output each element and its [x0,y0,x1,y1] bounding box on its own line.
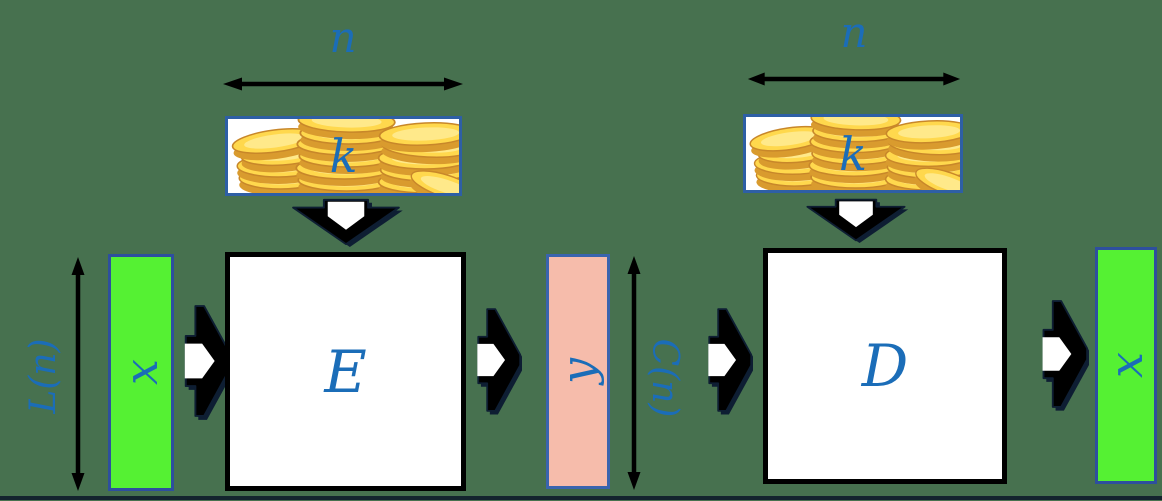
ciphertext-label: y [551,358,605,384]
plaintext-output-label: x [1099,352,1153,378]
enc-key-label: k [329,129,358,183]
dec-width-arrow-icon [747,72,961,86]
flow-arrow-in-dec-icon [707,308,753,416]
enc-width-arrow-icon [222,77,464,91]
ciphertext-length-label: C(n) [644,338,685,418]
encryption-box: E [225,252,466,491]
plaintext-input-bar [108,254,174,491]
dec-key-down-arrow-icon [806,198,910,243]
plaintext-input-label: x [114,359,168,385]
bottom-shadow-line [0,496,1162,500]
flow-arrow-dec-out-icon [1041,300,1089,412]
ciphertext-length-arrow-icon [626,255,642,491]
dec-block-width-label: n [840,8,868,57]
dec-key-box: k [743,114,963,193]
decryption-box: D [763,248,1007,484]
enc-key-box: k [225,116,462,196]
enc-block-width-label: n [329,13,357,62]
encryption-box-label: E [324,337,367,406]
dec-key-label: k [839,126,867,181]
enc-key-down-arrow-icon [292,198,404,247]
plaintext-length-label: L(n) [23,338,64,414]
plaintext-length-arrow-icon [70,256,86,492]
plaintext-output-bar [1095,247,1157,484]
decryption-box-label: D [861,332,909,400]
ciphertext-bar [546,254,610,489]
flow-arrow-enc-out-icon [476,308,522,416]
